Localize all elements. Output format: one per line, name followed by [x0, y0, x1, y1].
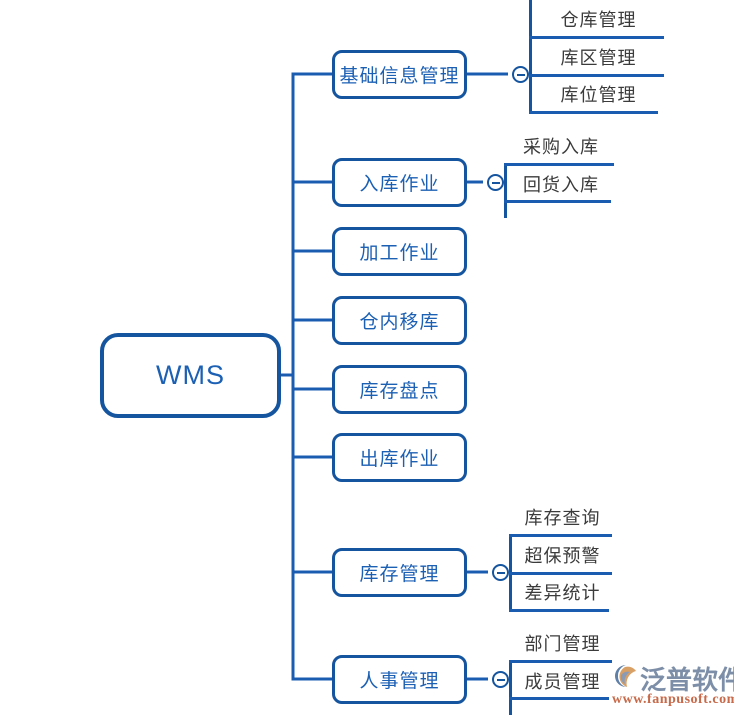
subgroup-inbound: 采购入库 回货入库 — [504, 137, 614, 220]
branch-node-inbound[interactable]: 入库作业 — [332, 158, 467, 207]
watermark: 泛普软件 www.fanpusoft.com — [612, 660, 734, 715]
sub-item-rule — [529, 74, 664, 77]
sub-item-label: 成员管理 — [524, 672, 601, 692]
sub-item-rule — [504, 200, 611, 203]
branch-node-internal-move[interactable]: 仓内移库 — [332, 296, 467, 345]
sub-item-return-inbound[interactable]: 回货入库 — [508, 165, 614, 203]
branch-node-label: 库存盘点 — [359, 381, 440, 402]
sub-item-rule — [509, 572, 612, 575]
branch-node-label: 人事管理 — [359, 671, 440, 692]
sub-item-label: 部门管理 — [524, 634, 601, 654]
sub-item-expiry-alert[interactable]: 超保预警 — [513, 536, 612, 574]
sub-item-label: 库存查询 — [524, 508, 601, 528]
subgroup-basic-info: 仓库管理 库区管理 库位管理 — [529, 0, 664, 120]
sub-item-label: 库位管理 — [560, 85, 637, 105]
sub-item-rule — [509, 534, 612, 537]
sub-item-rule — [529, 36, 664, 39]
subgroup-bracket — [529, 0, 532, 114]
branch-node-basic-info[interactable]: 基础信息管理 — [332, 50, 467, 99]
subgroup-hr-mgmt: 部门管理 成员管理 — [509, 634, 612, 717]
sub-item-warehouse-mgmt[interactable]: 仓库管理 — [533, 0, 664, 38]
branch-node-stocktaking[interactable]: 库存盘点 — [332, 365, 467, 414]
collapse-minus-icon[interactable] — [492, 671, 509, 688]
branch-node-label: 库存管理 — [359, 564, 440, 585]
watermark-name: 泛普软件 — [640, 665, 734, 695]
subgroup-bracket — [504, 163, 507, 218]
branch-node-label: 加工作业 — [359, 243, 440, 264]
sub-item-stock-query[interactable]: 库存查询 — [513, 498, 612, 536]
branch-node-label: 仓内移库 — [359, 312, 440, 333]
root-node-wms[interactable]: WMS — [100, 333, 281, 418]
sub-item-zone-mgmt[interactable]: 库区管理 — [533, 38, 664, 76]
sub-item-variance-stats[interactable]: 差异统计 — [513, 573, 612, 611]
fanpu-logo-icon — [615, 665, 636, 687]
sub-item-label: 库区管理 — [560, 48, 637, 68]
subgroup-bracket — [509, 660, 512, 715]
branch-node-label: 入库作业 — [359, 174, 440, 195]
sub-item-rule — [509, 609, 609, 612]
branch-node-inventory-mgmt[interactable]: 库存管理 — [332, 548, 467, 597]
branch-node-label: 基础信息管理 — [339, 66, 460, 87]
collapse-minus-icon[interactable] — [487, 174, 504, 191]
sub-item-label: 回货入库 — [523, 175, 599, 195]
branch-node-hr-mgmt[interactable]: 人事管理 — [332, 655, 467, 704]
sub-item-label: 差异统计 — [524, 583, 601, 603]
sub-item-department-mgmt[interactable]: 部门管理 — [513, 624, 612, 662]
branch-node-outbound[interactable]: 出库作业 — [332, 433, 467, 482]
sub-item-label: 采购入库 — [523, 137, 599, 157]
sub-item-location-mgmt[interactable]: 库位管理 — [533, 75, 664, 113]
branch-node-processing[interactable]: 加工作业 — [332, 227, 467, 276]
branch-node-label: 出库作业 — [359, 449, 440, 470]
collapse-minus-icon[interactable] — [512, 66, 529, 83]
sub-item-label: 超保预警 — [524, 546, 601, 566]
sub-item-rule — [529, 111, 658, 114]
sub-item-label: 仓库管理 — [560, 10, 637, 30]
subgroup-inventory-mgmt: 库存查询 超保预警 差异统计 — [509, 498, 612, 618]
sub-item-member-mgmt[interactable]: 成员管理 — [513, 662, 612, 700]
watermark-url: www.fanpusoft.com — [612, 692, 734, 707]
sub-item-rule — [509, 697, 609, 700]
sub-item-purchase-inbound[interactable]: 采购入库 — [508, 127, 614, 165]
sub-item-rule — [509, 660, 612, 663]
sub-item-rule — [504, 163, 614, 166]
collapse-minus-icon[interactable] — [492, 564, 509, 581]
root-node-label: WMS — [156, 360, 225, 390]
